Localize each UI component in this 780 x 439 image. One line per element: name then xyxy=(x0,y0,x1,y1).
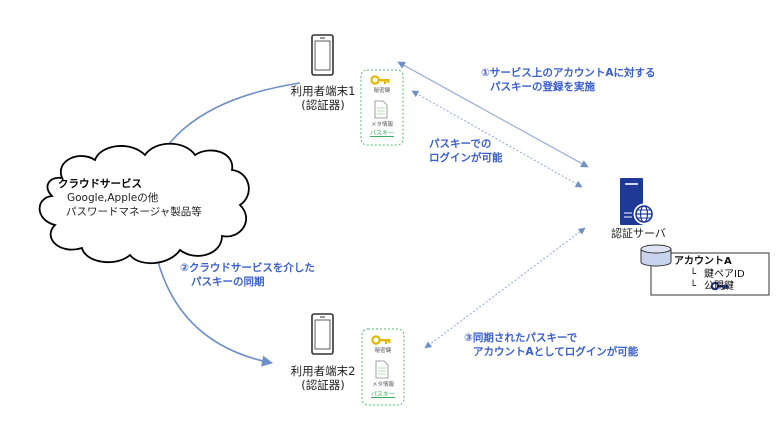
device2-passkey-title: パスキー xyxy=(370,391,395,398)
cloud-line1: Google,Appleの他 xyxy=(67,192,159,204)
cloud-line2: パスワードマネージャ製品等 xyxy=(66,206,202,218)
cloud-shape xyxy=(38,142,250,265)
device1-sub: (認証器) xyxy=(301,98,345,112)
login1-line1: パスキーでの xyxy=(429,138,492,150)
device2-sub: (認証器) xyxy=(301,378,345,392)
globe-icon xyxy=(633,203,655,225)
login1-line2: ログインが可能 xyxy=(429,152,503,164)
key-icon-device2 xyxy=(371,335,391,345)
device1-meta-label: メタ情報 xyxy=(370,122,393,128)
phone-icon-device2 xyxy=(311,313,334,355)
login-arrow-device1 xyxy=(411,90,583,188)
account-public-key: 公開鍵 xyxy=(704,281,734,292)
key-icon-device1 xyxy=(370,75,390,85)
step1-line2: パスキーの登録を実施 xyxy=(490,81,595,93)
device2-key-label: 秘密鍵 xyxy=(374,348,392,354)
document-icon-device2 xyxy=(375,360,389,379)
device1-key-label: 秘密鍵 xyxy=(373,88,391,94)
step2-line2: パスキーの同期 xyxy=(191,276,265,288)
step3-line2: アカウントAとしてログインが可能 xyxy=(473,346,639,358)
step1-line1: ①サービス上のアカウントAに対する xyxy=(481,67,656,79)
cloud-title: クラウドサービス xyxy=(58,178,142,190)
login-arrow-device2 xyxy=(424,227,586,349)
device1-name: 利用者端末1 xyxy=(290,84,356,98)
sync-curve-bottom xyxy=(156,257,274,367)
phone-icon-device1 xyxy=(311,34,334,76)
step3-line1: ③同期されたパスキーで xyxy=(464,332,578,344)
server-name: 認証サーバ xyxy=(611,227,666,240)
step2-line1: ②クラウドサービスを介した xyxy=(180,262,315,274)
device2-name: 利用者端末2 xyxy=(290,364,356,378)
account-bullet2: └ xyxy=(690,281,697,292)
account-key-pair-id: 鍵ペアID xyxy=(704,269,745,280)
device1-passkey-title: パスキー xyxy=(369,130,394,137)
document-icon-device1 xyxy=(374,100,388,119)
database-icon xyxy=(640,244,672,267)
device2-meta-label: メタ情報 xyxy=(371,382,394,388)
account-bullet1: └ xyxy=(690,269,697,280)
account-title: アカウントA xyxy=(674,256,732,267)
public-key-icon xyxy=(710,281,728,291)
